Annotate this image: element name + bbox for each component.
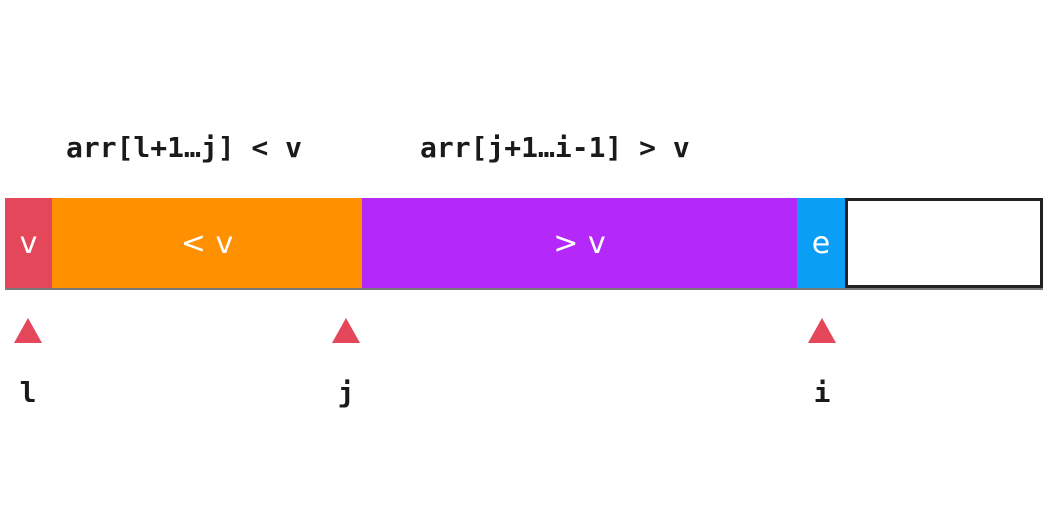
caption-greater-range: arr[j+1…i-1] > v [420, 131, 690, 164]
segment-less-than-v: < v [52, 198, 362, 288]
caption-less-range: arr[l+1…j] < v [66, 131, 303, 164]
segment-unprocessed [845, 198, 1043, 288]
pointer-label-i: i [813, 376, 831, 409]
pointer-l-triangle-icon [14, 318, 42, 343]
segment-greater-than-v: > v [362, 198, 797, 288]
pointer-label-j: j [337, 376, 355, 409]
pointer-label-l: l [19, 376, 37, 409]
segment-current-element: e [797, 198, 845, 288]
pointer-j-triangle-icon [332, 318, 360, 343]
pointer-i-triangle-icon [808, 318, 836, 343]
array-bar: v < v > v e [5, 198, 1043, 290]
segment-pivot: v [5, 198, 52, 288]
